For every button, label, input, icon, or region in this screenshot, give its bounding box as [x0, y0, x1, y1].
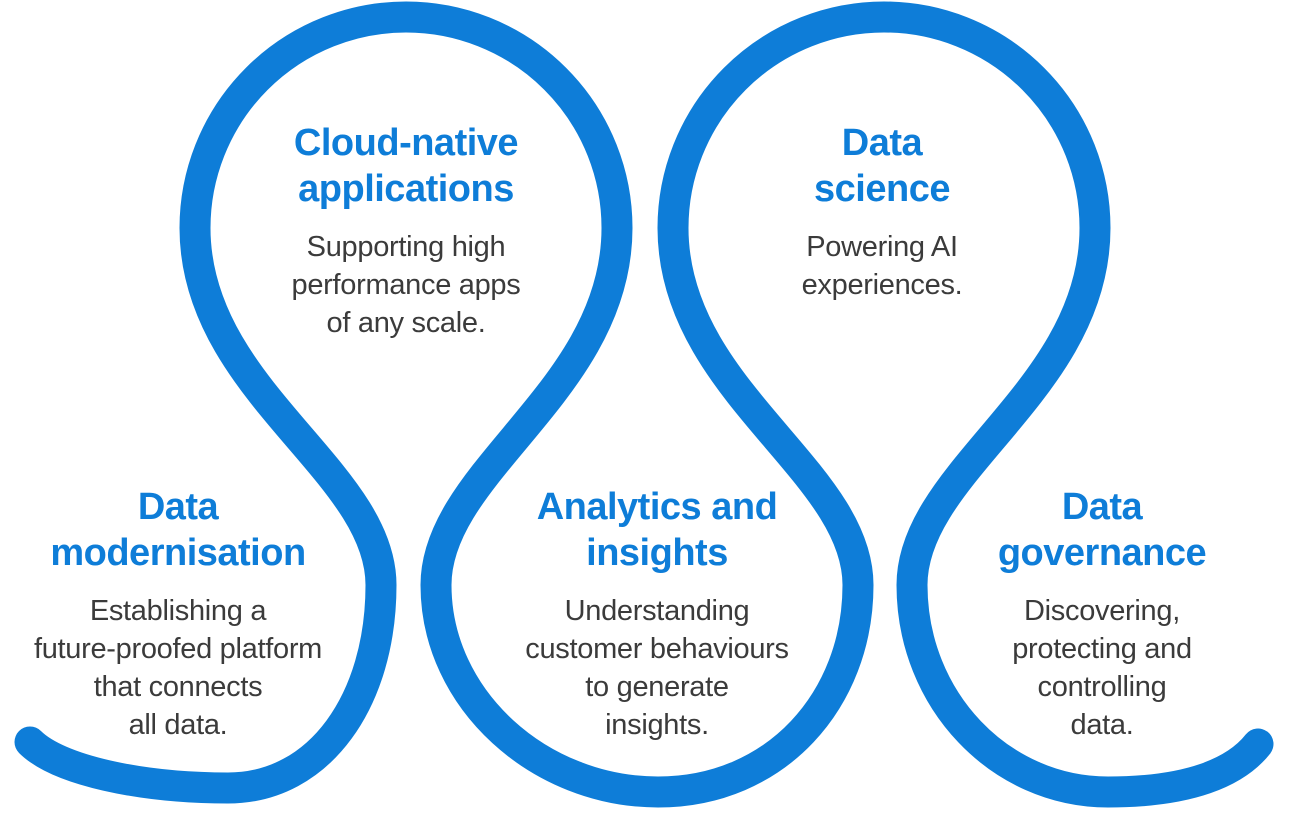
section-data-science: Data science Powering AI experiences. [802, 120, 963, 304]
section-title: Data science [814, 122, 950, 210]
section-description: Discovering, protecting and controlling … [1012, 595, 1192, 741]
section-description: Establishing a future-proofed platform t… [33, 595, 323, 741]
section-description: Powering AI experiences. [801, 231, 963, 301]
ribbon-path [14, 1, 1274, 808]
section-data-modernisation: Data modernisation Establishing a future… [34, 484, 322, 744]
section-title: Data modernisation [50, 486, 306, 574]
section-title: Cloud-native applications [293, 122, 519, 210]
section-title: Data governance [997, 486, 1207, 574]
section-analytics-and-insights: Analytics and insights Understanding cus… [525, 484, 789, 744]
section-title: Analytics and insights [536, 486, 778, 574]
section-description: Supporting high performance apps of any … [291, 231, 521, 339]
section-cloud-native-applications: Cloud-native applications Supporting hig… [292, 120, 521, 342]
section-data-governance: Data governance Discovering, protecting … [997, 484, 1207, 744]
section-description: Understanding customer behaviours to gen… [525, 595, 789, 741]
